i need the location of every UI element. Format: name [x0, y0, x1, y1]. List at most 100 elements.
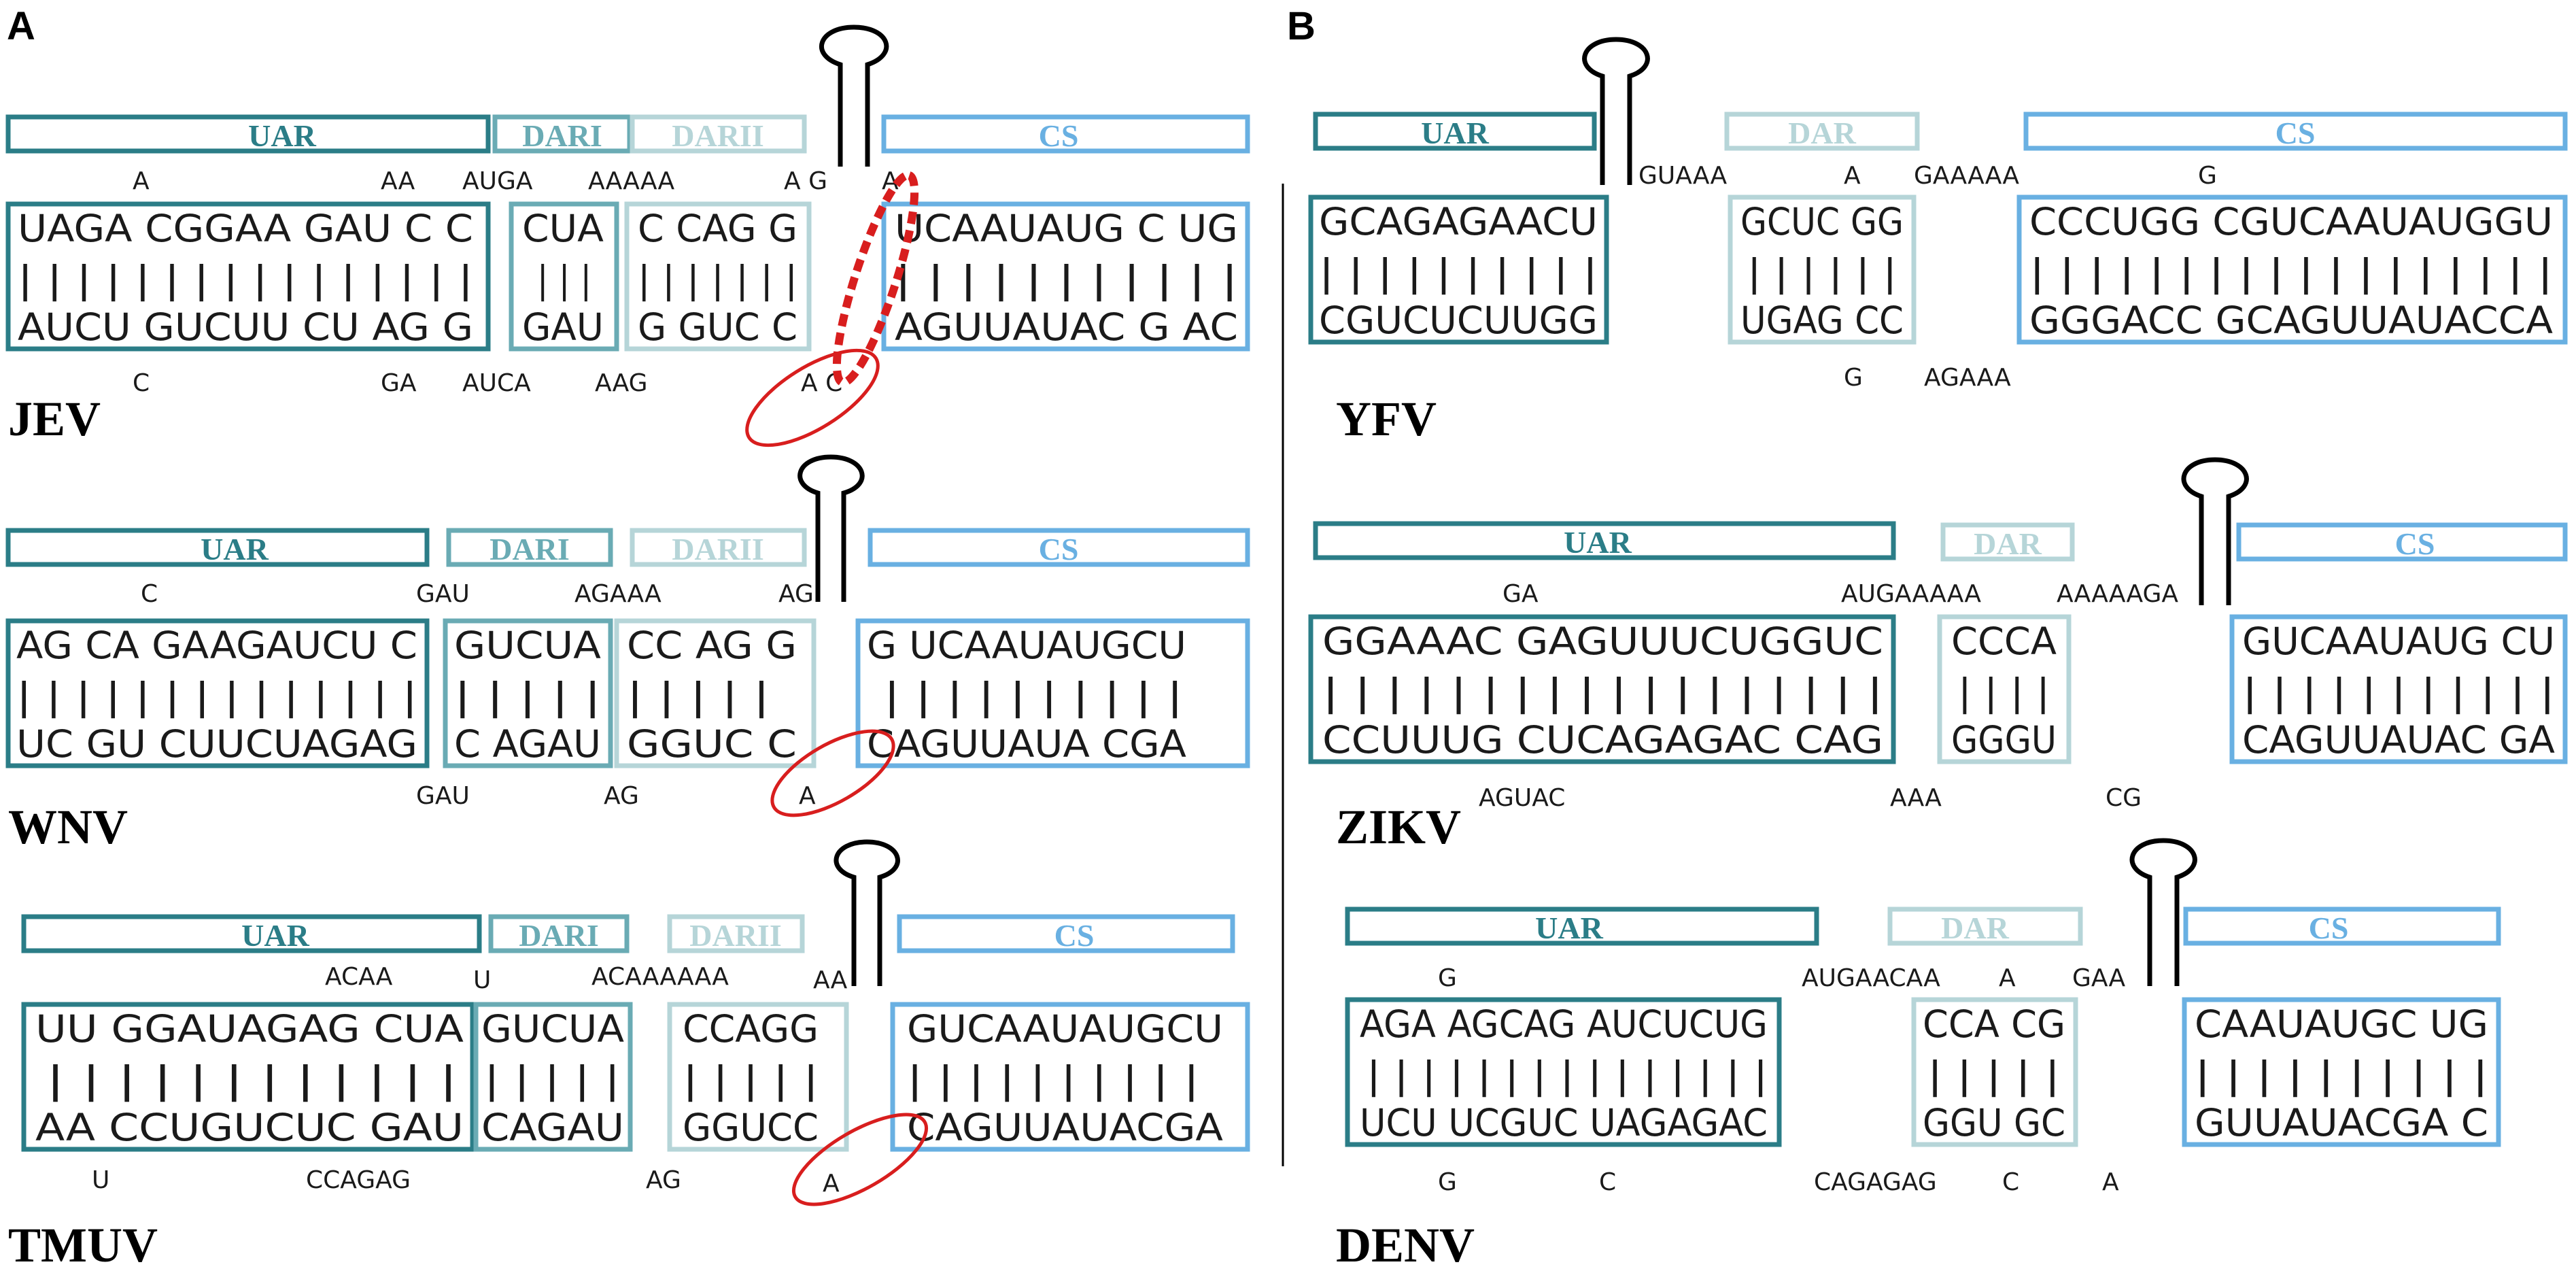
uar-base-pairs: | | | | | | | | | | | | — [46, 1058, 458, 1102]
loop-top-aa: AA — [381, 167, 415, 195]
dari-duplex-box — [443, 618, 613, 768]
loop-bottom-u: U — [92, 1166, 109, 1194]
dar-top-strand: GCUC GG — [1740, 200, 1904, 243]
uar-label-box — [1313, 521, 1896, 560]
cs-label: CS — [2395, 526, 2435, 561]
loop-top-augaaaaa: AUGAAAAA — [1841, 580, 1981, 608]
panel-a-label: A — [7, 4, 35, 48]
cs-label: CS — [2309, 911, 2349, 945]
loop-bottom-c: C — [1599, 1168, 1616, 1196]
darii-duplex-box — [667, 1002, 849, 1152]
loop-top-ga: GA — [1502, 580, 1539, 608]
darii-label: DARII — [672, 532, 763, 566]
dari-bottom-strand: GAU — [522, 305, 604, 349]
uar-label: UAR — [241, 918, 309, 953]
uar-label-box — [5, 114, 491, 154]
uar-top-strand: GCAGAGAACU — [1319, 200, 1598, 243]
stem-loop-icon — [2129, 838, 2197, 986]
uar-duplex-box — [21, 1002, 475, 1152]
loop-bottom-aag: AAG — [595, 369, 648, 397]
loop-bottom-cagagag: CAGAGAG — [1814, 1168, 1937, 1196]
uar-label-box — [21, 914, 482, 953]
uar-duplex-box — [5, 201, 491, 352]
stem-loop-icon — [2181, 457, 2249, 605]
uar-label-box — [5, 528, 430, 567]
loop-top-a1: A — [133, 167, 150, 195]
uar-base-pairs: | | | | | | | | | | | | | | | | — [18, 258, 473, 302]
loop-top-ag: AG — [778, 580, 814, 608]
cs-bottom-strand: CAGUUAUACGA — [907, 1106, 1223, 1149]
cs-top-strand: UCAAUAUG C UG — [895, 207, 1238, 250]
stem-loop-icon — [1582, 37, 1650, 185]
dari-top-strand: CUA — [522, 207, 604, 250]
darii-base-pairs: | | | | | | | — [638, 258, 797, 302]
loop-top-aaaaaga: AAAAAGA — [2057, 580, 2178, 608]
uar-top-strand: AGA AGCAG AUCUCUG — [1360, 1002, 1768, 1046]
loop-top-gaaaaa: GAAAAA — [1914, 162, 2019, 190]
loop-top-guaaa: GUAAA — [1638, 162, 1728, 190]
cs-label: CS — [1039, 532, 1079, 566]
cs-base-pairs: | | | | | | | | | | — [884, 675, 1183, 719]
dari-label-box — [492, 114, 632, 154]
dar-base-pairs: | | | | — [1958, 671, 2050, 715]
panel-b-label: B — [1287, 4, 1316, 48]
dashed-highlight-ellipse — [832, 171, 919, 387]
darii-label-box — [630, 528, 807, 567]
virus-name: ZIKV — [1336, 800, 1461, 854]
loop-bottom-aaa: AAA — [1890, 784, 1942, 812]
dari-duplex-box — [473, 1002, 633, 1152]
cs-label-box — [2023, 112, 2568, 151]
cs-base-pairs: | | | | | | | | | | | — [2242, 671, 2555, 715]
uar-label: UAR — [1421, 116, 1489, 150]
cs-duplex-box — [890, 1002, 1250, 1152]
cs-bottom-strand: CAGUUAUA CGA — [867, 722, 1186, 766]
loop-bottom-c: C — [133, 369, 150, 397]
uar-duplex-box — [1308, 614, 1896, 764]
loop-top-aaaaa: AAAAA — [588, 167, 675, 195]
darii-duplex-box — [614, 618, 817, 768]
loop-bottom-a: A — [799, 782, 816, 810]
virus-name: WNV — [8, 800, 128, 854]
darii-top-strand: C CAG G — [638, 207, 797, 250]
dari-top-strand: GUCUA — [481, 1007, 624, 1051]
loop-top-g: G — [1438, 964, 1457, 992]
uar-top-strand: AG CA GAAGAUCU C — [16, 624, 417, 667]
uar-label: UAR — [248, 118, 316, 153]
darii-top-strand: CC AG G — [627, 624, 797, 667]
cs-duplex-box — [2182, 997, 2501, 1147]
virus-panel-denv: UAR DAR CS G AUGAACAA A GAA AGA AGCAG AU… — [1336, 838, 2501, 1271]
dar-label: DAR — [1941, 911, 2009, 945]
virus-name: DENV — [1336, 1218, 1475, 1271]
loop-bottom-ag: AG — [646, 1166, 681, 1194]
loop-top-u: U — [473, 966, 491, 994]
cs-top-strand: GUCAAUAUGCU — [907, 1007, 1223, 1051]
cs-label-box — [868, 528, 1250, 567]
loop-bottom-aguac: AGUAC — [1479, 784, 1565, 812]
dar-base-pairs: | | | | | | — [1747, 251, 1897, 295]
cs-base-pairs: | | | | | | | | | | — [907, 1058, 1199, 1102]
cs-label-box — [881, 114, 1250, 154]
uar-base-pairs: | | | | | | | | | | — [1319, 251, 1598, 295]
dari-base-pairs: | | | | | — [484, 1058, 620, 1102]
dari-bottom-strand: CAGAU — [481, 1106, 624, 1149]
uar-bottom-strand: CGUCUCUUGG — [1319, 299, 1598, 342]
dar-top-strand: CCA CG — [1923, 1002, 2065, 1046]
loop-bottom-a: A — [2102, 1168, 2119, 1196]
stem-loop-icon — [819, 24, 889, 167]
uar-duplex-box — [1345, 997, 1782, 1147]
uar-top-strand: UU GGAUAGAG CUA — [35, 1007, 464, 1051]
uar-top-strand: GGAAAC GAGUUUCUGGUC — [1322, 620, 1883, 663]
highlight-ellipse — [745, 348, 880, 447]
dar-label-box — [1724, 112, 1920, 151]
dar-duplex-box — [1937, 614, 2072, 764]
uar-label-box — [1345, 906, 1819, 946]
uar-base-pairs: | | | | | | | | | | | | | | — [16, 675, 417, 719]
cs-base-pairs: | | | | | | | | | | — [2195, 1053, 2488, 1098]
loop-bottom-auca: AUCA — [462, 369, 531, 397]
virus-panel-tmuv: UAR DARI DARII CS ACAA U ACAAAAAA AA UU … — [8, 839, 1250, 1271]
loop-top-augaacaa: AUGAACAA — [1802, 964, 1940, 992]
uar-base-pairs: | | | | | | | | | | | | | | | | | | — [1322, 671, 1883, 715]
virus-name: JEV — [8, 392, 101, 446]
stem-loop-icon — [797, 454, 865, 602]
dar-duplex-box — [1728, 194, 1917, 345]
